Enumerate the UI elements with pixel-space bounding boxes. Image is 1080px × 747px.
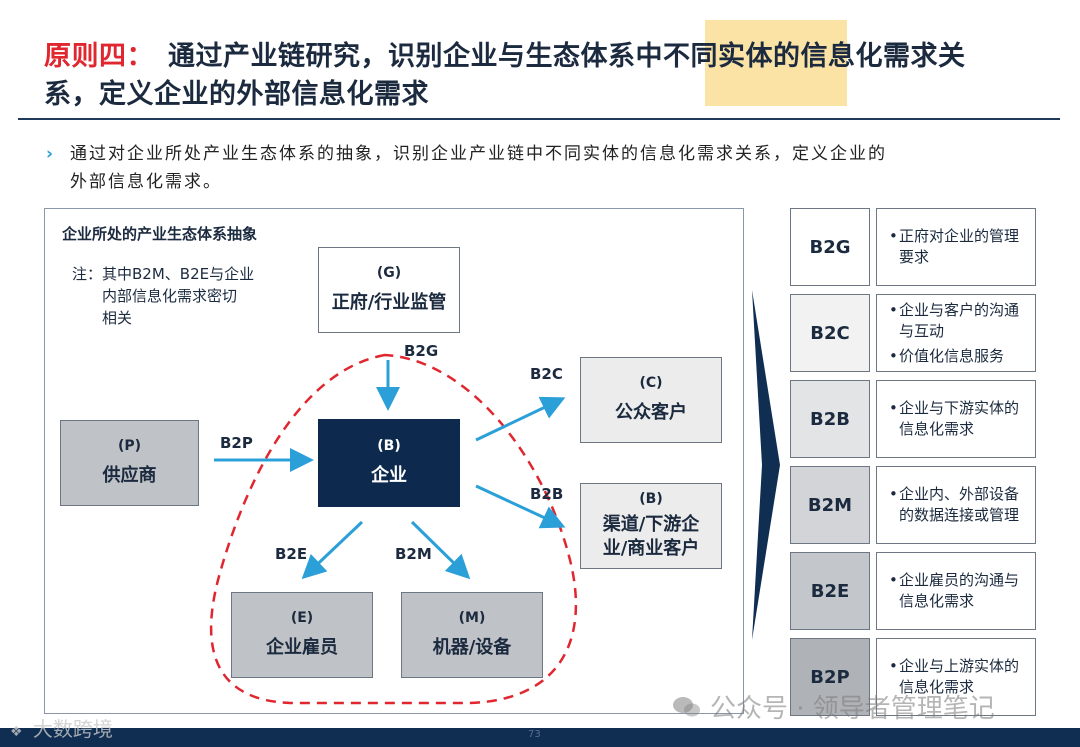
node-channel-name-line1: 渠道/下游企	[602, 514, 700, 535]
node-supplier: (P) 供应商	[60, 420, 199, 506]
diagram-note: 注：其中B2M、B2E与企业 内部信息化需求密切 相关	[72, 263, 302, 329]
table-desc-b2b: 企业与下游实体的信息化需求	[876, 380, 1036, 458]
table-desc-b2e: 企业雇员的沟通与信息化需求	[876, 552, 1036, 630]
note-line2: 内部信息化需求密切	[102, 287, 238, 305]
node-supplier-code: (P)	[117, 438, 142, 454]
intro-bullet: › 通过对企业所处产业生态体系的抽象，识别企业产业链中不同实体的信息化需求关系，…	[46, 140, 1036, 196]
table-desc-b2m-item1: 企业内、外部设备的数据连接或管理	[889, 484, 1027, 526]
bullet-line2: 外部信息化需求。	[70, 172, 222, 192]
table-desc-b2c-item2: 价值化信息服务	[889, 346, 1027, 367]
table-desc-b2c: 企业与客户的沟通与互动 价值化信息服务	[876, 294, 1036, 372]
node-channel-name-line2: 业/商业客户	[602, 538, 700, 559]
page-title: 原则四： 通过产业链研究，识别企业与生态体系中不同实体的信息化需求关 系，定义企业…	[44, 38, 1004, 114]
dashed-internal-boundary	[209, 353, 578, 705]
node-government: (G) 正府/行业监管	[318, 247, 460, 333]
table-desc-b2g: 正府对企业的管理要求	[876, 208, 1036, 286]
note-line3: 相关	[102, 309, 133, 327]
table-desc-b2p: 企业与上游实体的信息化需求	[876, 638, 1036, 716]
arrow-b2e	[301, 520, 364, 580]
node-enterprise-name: 企业	[371, 465, 407, 486]
edge-label-b2m: B2M	[395, 545, 432, 563]
node-employee-code: (E)	[290, 610, 314, 626]
title-line2: 系，定义企业的外部信息化需求	[44, 79, 429, 110]
title-highlight	[705, 20, 847, 106]
table-desc-b2b-item1: 企业与下游实体的信息化需求	[889, 398, 1027, 440]
watermark-right: 公众号 · 领导者管理笔记	[672, 688, 995, 725]
watermark-left: ❖ 大数跨境	[10, 713, 113, 742]
table-code-b2g: B2G	[790, 208, 870, 286]
node-public-name: 公众客户	[615, 402, 687, 423]
node-enterprise: (B) 企业	[318, 419, 460, 507]
node-machine-code: (M)	[458, 610, 486, 626]
table-desc-b2e-item1: 企业雇员的沟通与信息化需求	[889, 570, 1027, 612]
table-code-b2p: B2P	[790, 638, 870, 716]
title-prefix: 原则四：	[44, 41, 154, 72]
arrow-b2c	[475, 396, 566, 442]
wechat-icon	[673, 696, 700, 716]
table-desc-b2c-item1: 企业与客户的沟通与互动	[889, 300, 1027, 342]
bullet-line1: 通过对企业所处产业生态体系的抽象，识别企业产业链中不同实体的信息化需求关系，定义…	[70, 144, 887, 164]
watermark-logo-icon: ❖	[10, 724, 23, 740]
node-government-code: (G)	[376, 265, 402, 281]
arrow-b2b	[475, 484, 566, 529]
table-code-b2m: B2M	[790, 466, 870, 544]
page-number: 73	[528, 729, 541, 740]
node-government-name: 正府/行业监管	[331, 292, 447, 313]
node-enterprise-code: (B)	[377, 438, 401, 454]
title-divider	[18, 118, 1060, 120]
node-employee-name: 企业雇员	[266, 637, 338, 658]
big-chevron-icon	[752, 290, 780, 640]
node-supplier-name: 供应商	[102, 465, 157, 486]
node-channel-code: (B)	[639, 491, 663, 507]
table-desc-b2p-item1: 企业与上游实体的信息化需求	[889, 656, 1027, 698]
node-public-customer: (C) 公众客户	[580, 357, 722, 443]
node-employee: (E) 企业雇员	[231, 592, 373, 678]
node-public-code: (C)	[639, 375, 663, 391]
footer-bar	[0, 728, 1080, 747]
node-channel-customer: (B) 渠道/下游企 业/商业客户	[580, 483, 722, 569]
title-line1: 通过产业链研究，识别企业与生态体系中不同实体的信息化需求关	[168, 41, 966, 72]
table-code-b2b: B2B	[790, 380, 870, 458]
edge-label-b2p: B2P	[220, 434, 253, 452]
edge-label-b2e: B2E	[275, 545, 308, 563]
watermark-right-text: 公众号 · 领导者管理笔记	[710, 694, 995, 724]
chevron-right-icon: ›	[46, 144, 56, 164]
note-line1: 注：其中B2M、B2E与企业	[72, 265, 255, 283]
table-code-b2c: B2C	[790, 294, 870, 372]
table-code-b2e: B2E	[790, 552, 870, 630]
node-machine: (M) 机器/设备	[401, 592, 543, 678]
arrow-b2m	[410, 520, 471, 580]
relation-table: B2G 正府对企业的管理要求 B2C 企业与客户的沟通与互动 价值化信息服务 B…	[790, 208, 1036, 716]
diagram-panel	[44, 208, 744, 714]
watermark-left-text: 大数跨境	[32, 717, 113, 741]
table-desc-b2m: 企业内、外部设备的数据连接或管理	[876, 466, 1036, 544]
edge-label-b2b: B2B	[530, 485, 564, 503]
edge-label-b2g: B2G	[404, 342, 439, 360]
edge-label-b2c: B2C	[530, 365, 563, 383]
table-desc-b2g-item1: 正府对企业的管理要求	[889, 226, 1027, 268]
diagram-title: 企业所处的产业生态体系抽象	[62, 225, 258, 243]
node-machine-name: 机器/设备	[432, 637, 512, 658]
